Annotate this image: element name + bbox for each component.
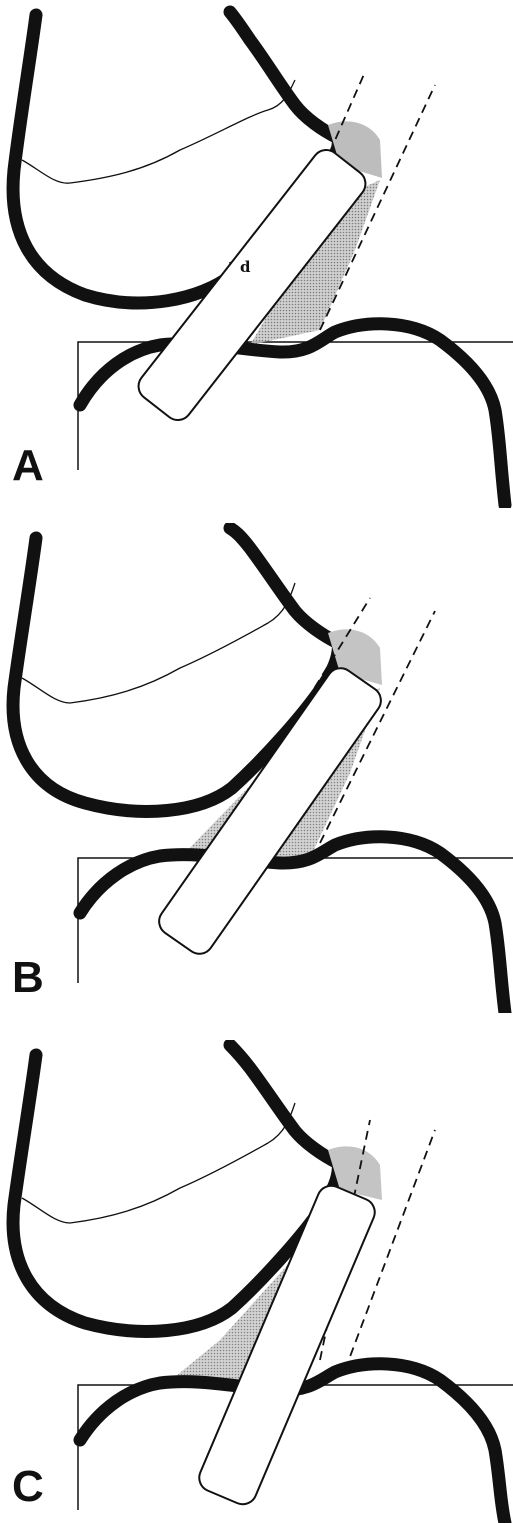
panel-a: d A bbox=[0, 0, 513, 508]
femur-inner-line bbox=[22, 80, 295, 183]
panel-c-drawing bbox=[0, 1040, 513, 1523]
panel-a-drawing bbox=[0, 0, 513, 508]
tibia-surface bbox=[80, 324, 505, 505]
femur-inner-line bbox=[22, 583, 295, 703]
panel-b-drawing bbox=[0, 523, 513, 1013]
panel-label-b: B bbox=[12, 956, 44, 1000]
tibia-surface bbox=[80, 837, 505, 1013]
distance-label: d bbox=[240, 258, 251, 276]
panel-b: B bbox=[0, 523, 513, 1013]
femur-inner-line bbox=[22, 1103, 295, 1223]
panel-c: C bbox=[0, 1040, 513, 1523]
tibia-outline bbox=[78, 342, 513, 470]
tibia-outline bbox=[78, 858, 513, 983]
panel-label-c: C bbox=[12, 1465, 44, 1509]
panel-label-a: A bbox=[12, 444, 44, 488]
